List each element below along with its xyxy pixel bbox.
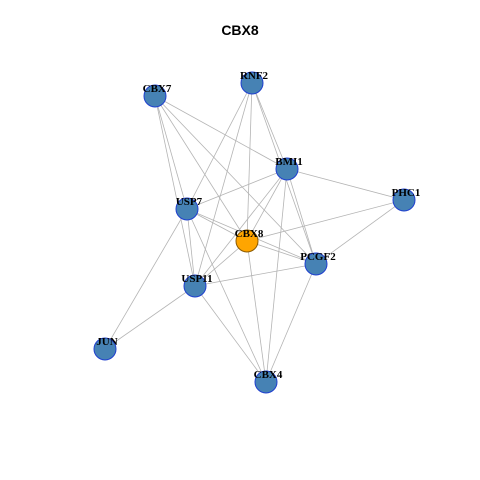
edge-bmi1-phc1 — [286, 168, 405, 201]
edge-bmi1-cbx8 — [246, 168, 288, 242]
node-label-pcgf2: PCGF2 — [300, 251, 336, 263]
node-label-cbx7: CBX7 — [143, 83, 172, 95]
edge-rnf2-cbx8 — [246, 82, 253, 242]
edge-cbx8-pcgf2 — [246, 240, 317, 265]
edge-bmi1-usp7 — [186, 168, 288, 210]
edge-pcgf2-cbx4 — [265, 263, 317, 383]
edge-bmi1-usp11 — [194, 168, 288, 287]
chart-title: CBX8 — [221, 22, 259, 38]
edge-cbx7-usp11 — [154, 95, 196, 287]
edge-rnf2-usp11 — [194, 82, 253, 287]
edge-usp7-jun — [104, 208, 188, 350]
node-label-cbx4: CBX4 — [254, 369, 283, 381]
edge-cbx7-cbx8 — [154, 95, 248, 242]
node-phc1[interactable] — [392, 188, 416, 212]
edge-bmi1-cbx4 — [265, 168, 288, 383]
node-label-rnf2: RNF2 — [240, 70, 269, 82]
edge-rnf2-bmi1 — [251, 82, 288, 170]
node-label-phc1: PHC1 — [392, 187, 421, 199]
node-pcgf2[interactable] — [304, 252, 328, 276]
edge-usp11-cbx4 — [194, 285, 267, 383]
node-label-usp7: USP7 — [176, 196, 203, 208]
node-label-bmi1: BMI1 — [275, 156, 303, 168]
edge-cbx7-bmi1 — [154, 95, 288, 170]
edge-usp7-cbx4 — [186, 208, 267, 383]
node-label-jun: JUN — [96, 336, 117, 348]
node-layer — [93, 71, 416, 394]
node-cbx7[interactable] — [143, 84, 167, 108]
node-rnf2[interactable] — [240, 71, 264, 95]
edge-bmi1-pcgf2 — [286, 168, 317, 265]
edge-phc1-pcgf2 — [315, 199, 405, 265]
edge-usp7-usp11 — [186, 208, 196, 287]
node-cbx4[interactable] — [254, 370, 278, 394]
node-label-cbx8: CBX8 — [235, 228, 264, 240]
edge-rnf2-usp7 — [186, 82, 253, 210]
node-jun[interactable] — [93, 337, 117, 361]
edge-cbx7-usp7 — [154, 95, 188, 210]
edge-usp11-pcgf2 — [194, 263, 317, 287]
edge-usp11-jun — [104, 285, 196, 350]
edge-cbx7-pcgf2 — [154, 95, 317, 265]
node-label-usp11: USP11 — [181, 273, 212, 285]
edge-cbx8-cbx4 — [246, 240, 267, 383]
node-cbx8[interactable] — [235, 229, 259, 253]
edge-phc1-cbx8 — [246, 199, 405, 242]
node-usp11[interactable] — [183, 274, 207, 298]
node-bmi1[interactable] — [275, 157, 299, 181]
node-usp7[interactable] — [175, 197, 199, 221]
